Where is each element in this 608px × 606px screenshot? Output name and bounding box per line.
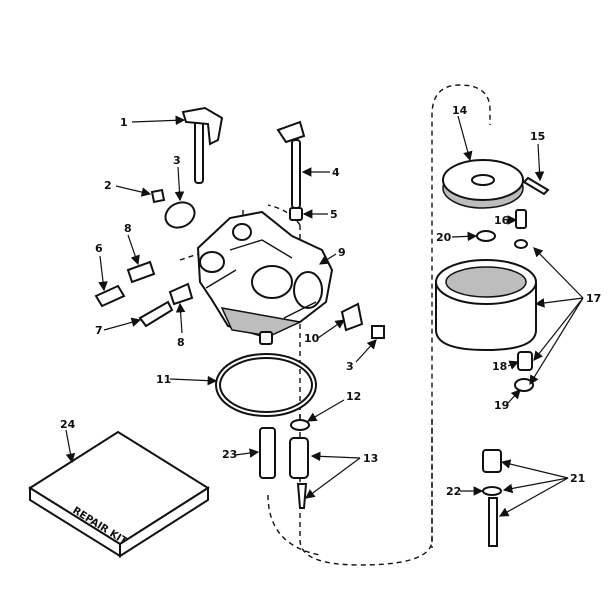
callout-10: 10 (304, 332, 320, 345)
callout-16: 16 (494, 214, 510, 227)
bowl-bolt (488, 497, 498, 547)
callout-9: 9 (338, 246, 346, 259)
choke-seal (289, 207, 303, 221)
callout-14: 14 (452, 104, 468, 117)
bowl-nut (482, 449, 502, 473)
fuel-jet (259, 427, 276, 479)
callout-13: 13 (363, 452, 378, 465)
repair-kit-box: REPAIR KIT (28, 430, 210, 558)
callout-1: 1 (120, 116, 128, 129)
washer-16 (514, 239, 528, 249)
gasket-19 (514, 378, 534, 392)
callout-12: 12 (346, 390, 361, 403)
callout-21: 21 (570, 472, 585, 485)
gasket-plate (340, 302, 364, 332)
callout-11: 11 (156, 373, 171, 386)
callout-7: 7 (95, 324, 103, 337)
callout-4: 4 (332, 166, 340, 179)
float-pin (296, 483, 308, 509)
fuel-fitting (94, 284, 126, 308)
callout-labels: 1 2 3 4 5 6 7 8 8 9 10 3 11 12 13 23 24 … (60, 104, 601, 498)
spring-18 (517, 351, 533, 371)
callout-23: 23 (222, 448, 237, 461)
carburetor-body (196, 210, 334, 345)
callout-18: 18 (492, 360, 507, 373)
spring-upper (126, 260, 156, 284)
float (442, 159, 524, 209)
bowl-o-ring (215, 353, 317, 417)
spring-lower (168, 282, 194, 306)
callout-5: 5 (330, 208, 338, 221)
throttle-plate (164, 201, 196, 229)
throttle-shaft (181, 106, 224, 184)
callout-22: 22 (446, 485, 461, 498)
nozzle (289, 437, 309, 479)
callout-17: 17 (586, 292, 601, 305)
screw-16 (515, 209, 527, 229)
washer-20 (476, 230, 496, 242)
hinge-pin (522, 176, 550, 196)
idle-needle (138, 300, 174, 328)
throttle-screw (150, 188, 166, 204)
callout-19: 19 (494, 399, 509, 412)
washer-22 (482, 486, 502, 496)
callout-2: 2 (104, 179, 112, 192)
callout-3b: 3 (346, 360, 354, 373)
callout-20: 20 (436, 231, 452, 244)
callout-8a: 8 (124, 222, 132, 235)
callout-8b: 8 (177, 336, 185, 349)
callout-6: 6 (95, 242, 103, 255)
callout-15: 15 (530, 130, 545, 143)
callout-24: 24 (60, 418, 76, 431)
float-bowl (435, 259, 537, 352)
choke-shaft (276, 120, 306, 209)
washer (290, 419, 310, 431)
callout-3: 3 (173, 154, 181, 167)
screw-right (371, 325, 385, 339)
